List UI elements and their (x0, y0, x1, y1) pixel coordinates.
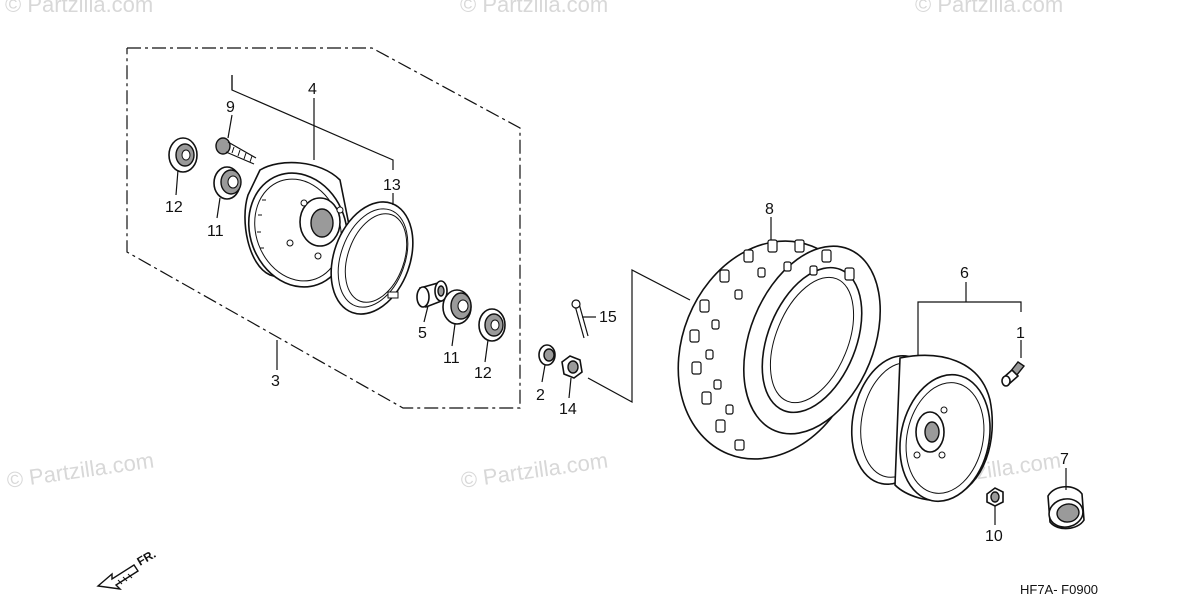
callout-13[interactable]: 13 (383, 177, 401, 194)
leader (216, 197, 221, 219)
front-arrow-icon (96, 564, 139, 590)
leader (175, 169, 179, 196)
callout-1[interactable]: 1 (1016, 325, 1025, 342)
callout-3[interactable]: 3 (271, 373, 280, 390)
callout-11-left[interactable]: 11 (207, 223, 224, 240)
leader (541, 364, 546, 383)
callout-7[interactable]: 7 (1060, 451, 1069, 468)
watermark: © Partzilla.com (459, 448, 609, 493)
leader (568, 377, 572, 399)
nut-10 (986, 487, 1004, 507)
washer-2 (538, 344, 556, 366)
callout-12-right[interactable]: 12 (474, 365, 492, 382)
spacer-5 (416, 280, 448, 309)
leader (227, 114, 233, 139)
callout-14[interactable]: 14 (559, 401, 577, 418)
bearing-11-right (442, 289, 472, 325)
callout-2[interactable]: 2 (536, 387, 545, 404)
front-label: FR. (135, 547, 159, 569)
callout-5[interactable]: 5 (418, 325, 427, 342)
bearing-12-right (478, 308, 506, 342)
bolt-9 (215, 137, 257, 165)
watermark: © Partzilla.com (915, 0, 1063, 17)
leader (484, 339, 489, 363)
callout-9[interactable]: 9 (226, 99, 235, 116)
rear-hub-4 (244, 161, 351, 288)
diagram-code: HF7A- F0900 (1020, 582, 1098, 597)
callout-11-right[interactable]: 11 (443, 350, 460, 367)
tire-8 (677, 239, 882, 460)
valve-1 (1001, 361, 1026, 387)
watermark: © Partzilla.com (5, 448, 155, 493)
hub-cap-7 (1047, 485, 1085, 530)
watermark: © Partzilla.com (460, 0, 608, 17)
leader (451, 323, 456, 347)
bearing-12-left (168, 137, 198, 173)
callout-15[interactable]: 15 (599, 309, 617, 326)
cotter-pin-15 (571, 299, 589, 339)
hub-assembly-boundary (126, 47, 521, 409)
castle-nut-14 (561, 355, 583, 379)
callout-8[interactable]: 8 (765, 201, 774, 218)
callout-4[interactable]: 4 (308, 81, 317, 98)
tire-bracket (587, 269, 691, 404)
callout-12-left[interactable]: 12 (165, 199, 183, 216)
bracket-6 (917, 301, 1022, 358)
callout-6[interactable]: 6 (960, 265, 969, 282)
bearing-11-left (213, 166, 242, 200)
callout-10[interactable]: 10 (985, 528, 1003, 545)
wheel-rim-6 (850, 354, 994, 503)
watermark: © Partzilla.com (5, 0, 153, 17)
leader (423, 305, 429, 323)
ring-13 (330, 201, 414, 315)
